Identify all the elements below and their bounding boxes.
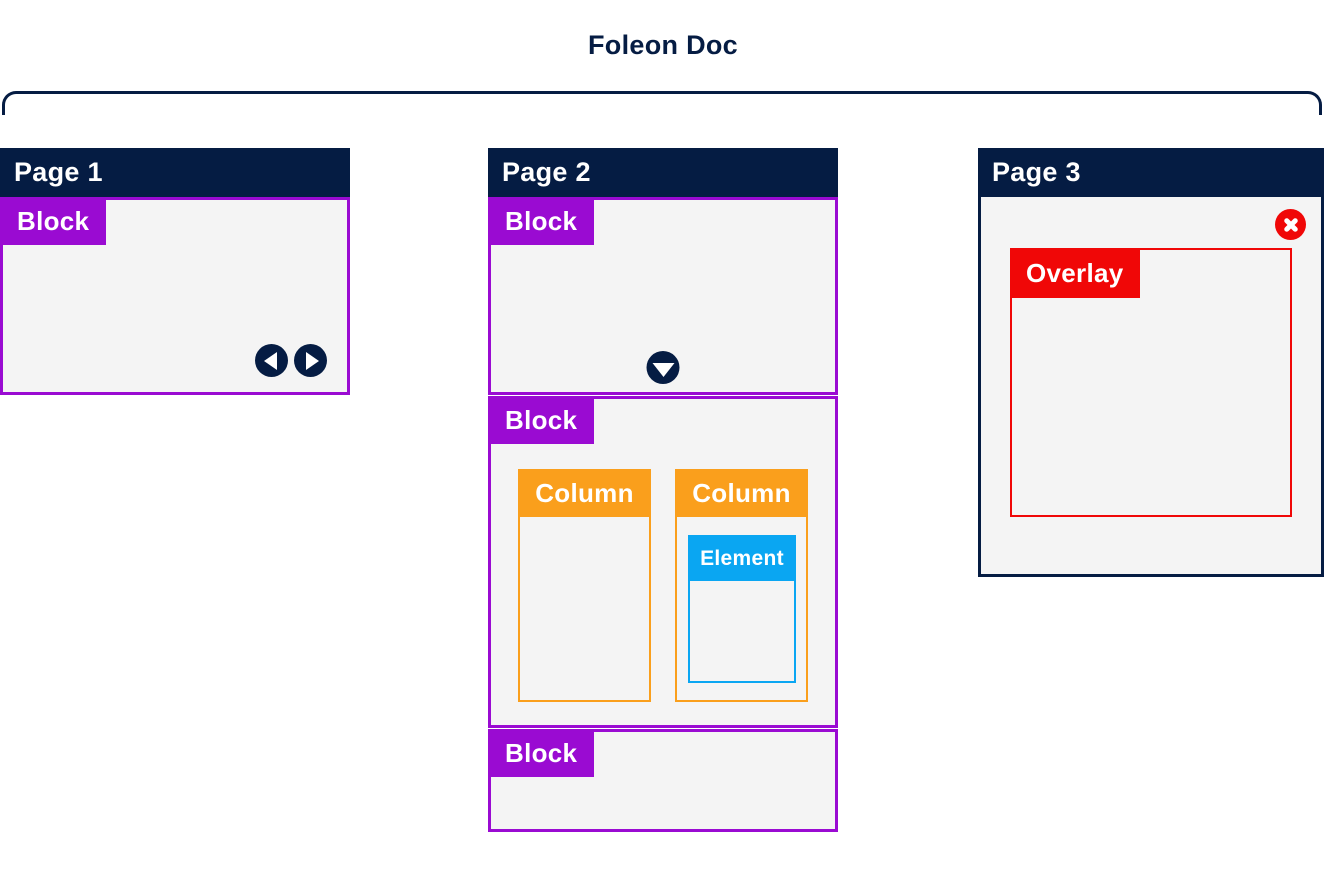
page2-header: Page 2 [488,148,838,197]
arrow-left-icon [263,351,277,370]
page2-block-1: Block [488,197,838,395]
page2-panel: Page 2 Block Block Column Column Element [488,148,838,832]
doc-outline [2,91,1322,115]
page1-block-badge: Block [0,197,107,245]
page1-block: Block [0,197,350,395]
page1-title: Page 1 [14,157,103,187]
page3-title: Page 3 [992,157,1081,187]
page2-block-2: Block Column Column Element [488,396,838,728]
columns-row: Column Column Element [518,469,808,702]
page2-block1-badge: Block [488,197,595,245]
element-box: Element [688,535,796,683]
column1-label: Column [519,470,650,517]
element-label: Element [689,536,795,581]
page2-title: Page 2 [502,157,591,187]
doc-title: Foleon Doc [588,30,738,60]
page2-block-3: Block [488,729,838,832]
prev-page-button[interactable] [255,344,288,377]
close-overlay-button[interactable] [1275,209,1306,240]
overlay-box: Overlay [1010,248,1292,517]
page3-panel: Page 3 Overlay [978,148,1324,577]
column-2: Column Element [675,469,808,702]
page1-panel: Page 1 Block [0,148,350,395]
page1-header: Page 1 [0,148,350,197]
page-navigation [255,344,327,377]
page2-block3-badge: Block [488,729,595,777]
page3-header: Page 3 [978,148,1324,197]
arrow-right-icon [305,351,319,370]
overlay-badge: Overlay [1010,248,1140,298]
arrow-down-icon [652,362,674,377]
scroll-down-button[interactable] [646,351,680,384]
next-page-button[interactable] [294,344,327,377]
page3-content: Overlay [978,197,1324,577]
page2-block2-badge: Block [488,396,595,444]
column-1: Column [518,469,651,702]
column2-label: Column [676,470,807,517]
